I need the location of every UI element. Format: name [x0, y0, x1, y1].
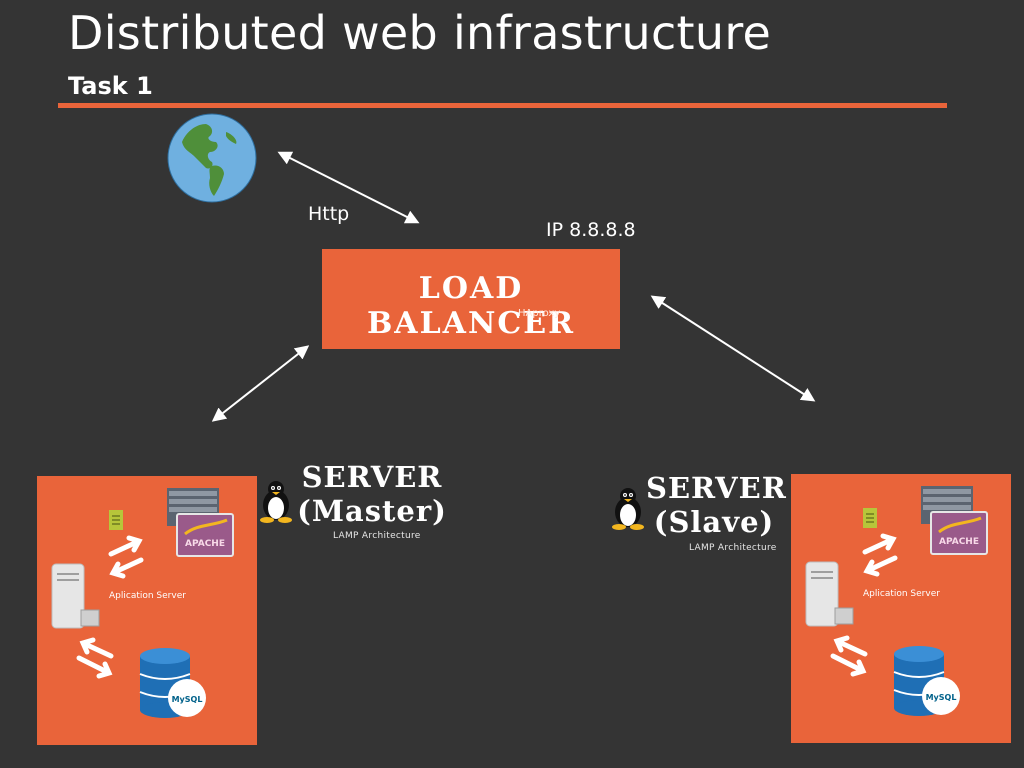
file-icon: [109, 510, 123, 530]
page-title: Distributed web infrastructure: [68, 6, 772, 60]
master-architecture: LAMP Architecture: [333, 531, 421, 541]
sync-arrows-icon: [830, 635, 868, 677]
load-balancer-software: HAproxy: [518, 308, 561, 319]
page-subtitle: Task 1: [68, 72, 153, 100]
slave-server-title: SERVER (Slave): [646, 471, 787, 539]
web-server-icon: APACHE: [921, 486, 988, 555]
slave-title-line2: (Slave): [653, 505, 775, 539]
application-server-icon: [805, 561, 854, 627]
load-balancer-ip: IP 8.8.8.8: [546, 219, 636, 241]
slave-stack-illustration: APACHE MySQL: [805, 486, 988, 716]
http-label: Http: [308, 203, 350, 225]
load-balancer-box: LOAD BALANCER HAproxy: [322, 249, 620, 349]
globe-icon: [167, 113, 257, 203]
file-icon: [863, 508, 877, 528]
apache-logo-text: APACHE: [185, 539, 225, 549]
master-server-panel: APACHE MySQL Aplication Se: [37, 476, 257, 745]
slave-server-panel: APACHE MySQL Aplication Server: [791, 474, 1011, 743]
mysql-logo-text: MySQL: [172, 695, 203, 704]
application-server-icon: [51, 563, 100, 629]
master-title-line1: SERVER: [301, 460, 443, 494]
master-stack-illustration: APACHE MySQL: [51, 488, 234, 718]
master-title-line2: (Master): [297, 494, 447, 528]
database-icon: MySQL: [893, 646, 960, 716]
master-server-title: SERVER (Master): [296, 460, 448, 528]
slave-title-line1: SERVER: [646, 471, 787, 505]
header-divider: [58, 103, 947, 108]
arrow-loadbalancer-slave: [650, 295, 816, 402]
web-server-icon: APACHE: [167, 488, 234, 557]
arrow-globe-loadbalancer: [277, 151, 420, 224]
sync-arrows-icon: [862, 533, 898, 577]
mysql-logo-text: MySQL: [926, 693, 957, 702]
master-app-server-label: Aplication Server: [109, 591, 186, 601]
apache-logo-text: APACHE: [939, 537, 979, 547]
load-balancer-title: LOAD BALANCER: [366, 271, 576, 341]
slave-app-server-label: Aplication Server: [863, 589, 940, 599]
sync-arrows-icon: [108, 535, 144, 579]
sync-arrows-icon: [76, 637, 114, 679]
linux-tux-icon: [612, 488, 644, 530]
arrow-loadbalancer-master: [211, 345, 310, 422]
slave-architecture: LAMP Architecture: [689, 543, 777, 553]
linux-tux-icon: [260, 481, 292, 523]
database-icon: MySQL: [139, 648, 206, 718]
